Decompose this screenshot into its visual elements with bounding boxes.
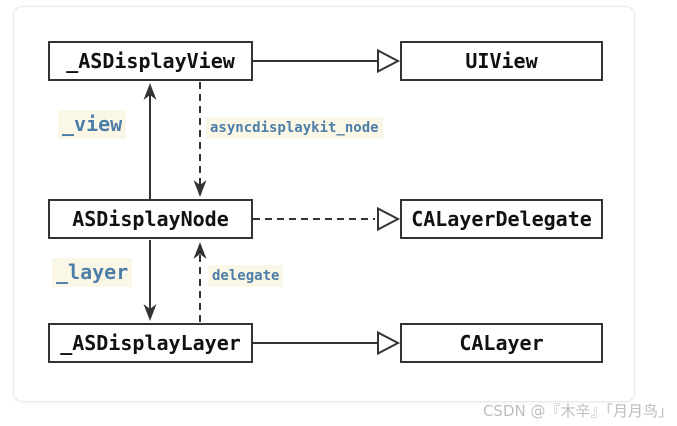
edge-label-delegate: delegate [208,265,284,287]
node-uiview: UIView [400,41,603,81]
node-asdisplayview: _ASDisplayView [48,41,253,81]
node-asdisplaynode: ASDisplayNode [48,199,253,239]
edge-label-layer: _layer [52,258,133,287]
edge-label-asyncdisplaykit-node: asyncdisplaykit_node [206,117,383,139]
node-calayer: CALayer [400,323,603,363]
edge-label-view: _view [58,110,127,139]
watermark: CSDN @『木辛』「月月鸟」 [482,402,673,420]
node-asdisplaylayer: _ASDisplayLayer [48,323,253,363]
node-calayerdelegate: CALayerDelegate [400,199,603,239]
